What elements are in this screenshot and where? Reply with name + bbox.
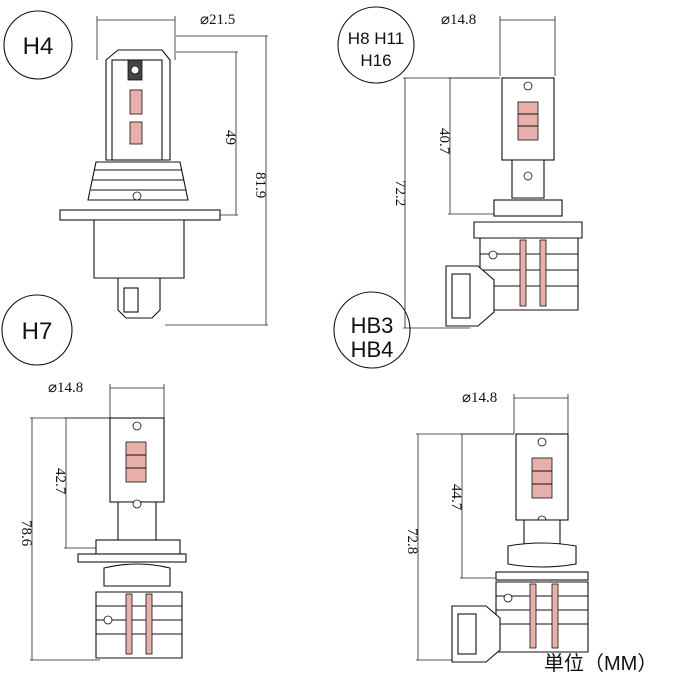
h7-label: H7: [22, 318, 53, 345]
h8-diameter: ⌀14.8: [441, 12, 476, 28]
unit-label: 単位（MM）: [544, 652, 657, 675]
h4-chip-height: 49: [222, 130, 238, 145]
hb-diameter: ⌀14.8: [462, 390, 497, 406]
h7-group: H7 ⌀14.8 42.7 78.6: [1, 294, 187, 661]
hb-total-height: 72.8: [404, 528, 420, 554]
h8-chip-height: 40.7: [436, 128, 452, 155]
h8-bulb: [445, 77, 583, 327]
hb3-label: HB3: [351, 313, 394, 338]
h7-total-height: 78.6: [18, 520, 34, 547]
h4-bulb: [59, 49, 221, 319]
h4-label-circle: [3, 10, 73, 80]
h8-label-circle: [337, 6, 415, 84]
hb-label-circle: [333, 291, 411, 369]
h7-diameter: ⌀14.8: [48, 380, 83, 396]
hb-group: ⌀14.8 44.7 72.8 単位: [404, 390, 657, 675]
h7-bulb: [77, 417, 187, 659]
h4-label: H4: [23, 33, 54, 60]
h8-label-line1: H8 H11: [348, 29, 404, 48]
hb-bulb: [451, 433, 589, 663]
h4-group: H4 ⌀21.5 49 81.9: [3, 10, 268, 326]
h4-total-height: 81.9: [252, 172, 268, 198]
h7-label-circle: [1, 294, 73, 366]
hb-chip-height: 44.7: [448, 484, 464, 511]
h7-chip-height: 42.7: [52, 468, 68, 495]
hb4-label: HB4: [351, 337, 394, 362]
h8-group: H8 H11 H16 ⌀14.8 40.7 72.2: [333, 6, 583, 369]
h8-total-height: 72.2: [392, 180, 408, 206]
h4-diameter: ⌀21.5: [200, 12, 235, 28]
h8-label-line2: H16: [360, 51, 391, 70]
